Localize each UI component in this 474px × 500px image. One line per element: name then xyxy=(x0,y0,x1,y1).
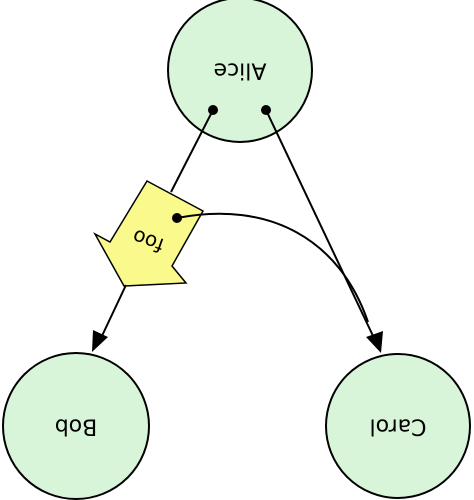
node-carol-label: Carol xyxy=(370,414,427,439)
edge-alice-bob-arrowhead xyxy=(92,330,108,352)
edge-foo-carol-curve xyxy=(176,212,369,323)
node-alice-circle xyxy=(167,0,313,143)
edge-alice-bob-line-lower xyxy=(100,284,127,339)
node-bob-label: Bob xyxy=(55,414,98,439)
node-bob[interactable]: Bob xyxy=(2,352,150,500)
edge-alice-bob[interactable] xyxy=(92,105,218,352)
edge-foo-carol[interactable] xyxy=(172,212,369,323)
edge-alice-carol-port-dot xyxy=(261,105,271,115)
flag-foo-shape xyxy=(93,180,205,287)
node-alice-label: Alice xyxy=(214,58,267,83)
edge-alice-carol[interactable] xyxy=(261,105,383,353)
edge-alice-bob-line-upper xyxy=(170,109,214,193)
edge-alice-carol-line xyxy=(265,109,375,339)
flag-foo[interactable]: foo xyxy=(93,180,205,287)
edge-alice-carol-arrowhead xyxy=(366,331,383,353)
edge-foo-carol-port-dot xyxy=(172,213,182,223)
node-carol[interactable]: Carol xyxy=(325,353,471,499)
node-bob-circle xyxy=(2,352,150,500)
edge-alice-bob-port-dot xyxy=(208,105,218,115)
node-alice[interactable]: Alice xyxy=(167,0,313,143)
node-carol-circle xyxy=(325,353,471,499)
